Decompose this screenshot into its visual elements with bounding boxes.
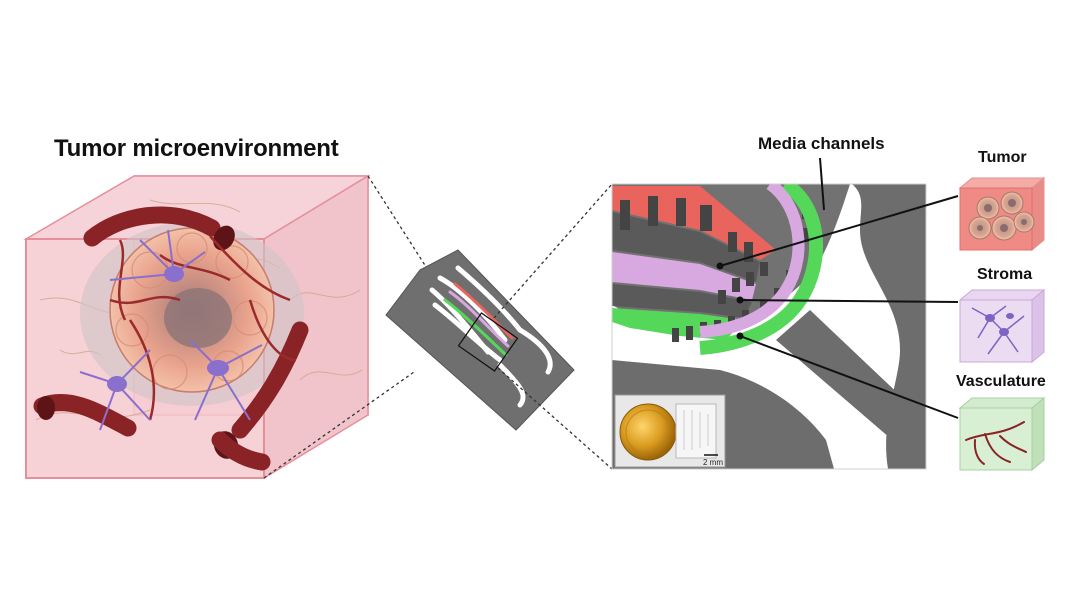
blood-vessels [33,206,309,471]
scale-bar-label: 2 mm [703,458,723,467]
stroma-label: Stroma [977,266,1033,283]
callout-lines [719,157,959,419]
zoom-lines-left [263,175,445,479]
figure-title: Tumor microenvironment [54,135,339,162]
tumor-label: Tumor [978,149,1027,166]
inset-photo [614,394,726,468]
chip-zoom-box [457,312,519,372]
tumor-mass [80,222,304,406]
stroma-cube-icon [958,288,1046,364]
coin [619,403,677,461]
microfluidic-chip [385,249,575,431]
tme-cube [23,174,371,480]
callout-dots [716,262,744,340]
tumor-cube-icon [958,176,1046,252]
zoom-panel-frame [611,183,927,470]
device-zoom-panel [612,184,926,469]
stromal-cell-bodies [107,266,229,392]
zoom-lines-right [493,183,613,470]
glass-chip [675,403,717,459]
vasculature-label: Vasculature [956,373,1046,390]
media-channels-label: Media channels [758,134,885,153]
vasculature-cube-icon [958,396,1046,472]
